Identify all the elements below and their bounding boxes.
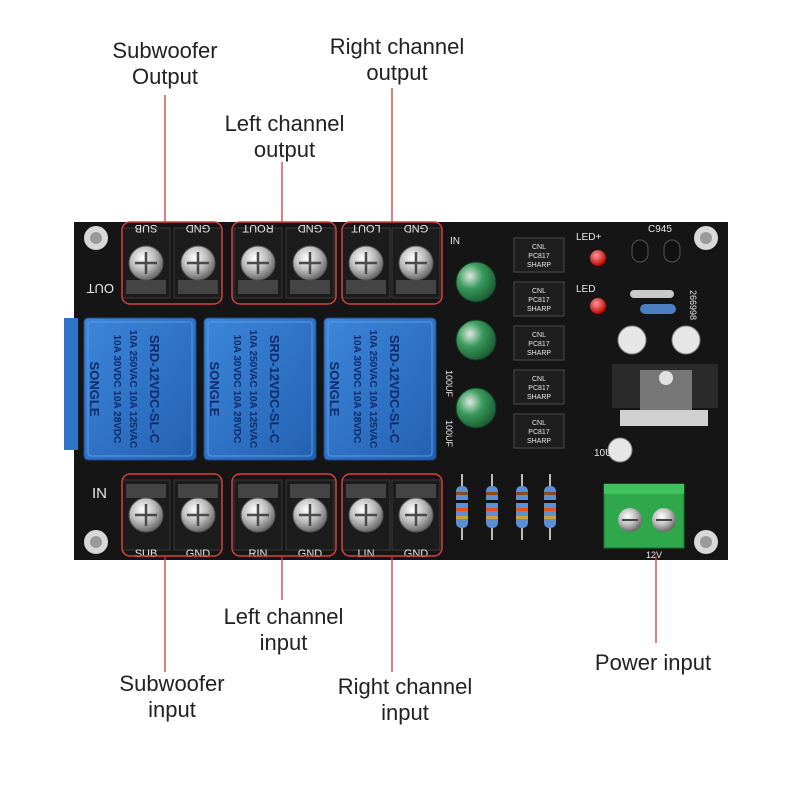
relay-2-text-3: 10A 30VDC 10A 28VDC: [231, 335, 242, 444]
top-terminal-label-6: GND: [404, 222, 429, 234]
opto-part-3: PC817: [528, 341, 550, 348]
opto-part-5: PC817: [528, 429, 550, 436]
relay-3-text-1: SRD-12VDC-SL-C: [387, 335, 402, 444]
relay-3: SRD-12VDC-SL-C 10A 250VAC 10A 125VAC 10A 3…: [323, 317, 437, 461]
electrolytic-capacitors: [455, 261, 701, 463]
bottom-terminal-5: [341, 479, 391, 551]
relay-2-text-1: SRD-12VDC-SL-C: [267, 335, 282, 444]
relays: SRD-12VDC-SL-C 10A 250VAC 10A 125VAC 10A 3…: [83, 317, 437, 461]
relay-1-text-4: SONGLE: [87, 362, 102, 417]
opto-maker-3: SHARP: [527, 350, 551, 357]
in-side-label: IN: [92, 485, 107, 502]
callout-lines: [164, 88, 657, 672]
small-resistor: [640, 304, 676, 314]
in-top-label: IN: [450, 236, 460, 247]
top-terminal-1: [121, 227, 171, 299]
top-terminal-label-1: SUB: [135, 222, 158, 234]
optocouplers: CNLPC817SHARPCNLPC817SHARPCNLPC817SHARPC…: [513, 237, 565, 449]
mounting-holes: [84, 226, 718, 554]
bottom-terminal-label-2: GND: [186, 548, 211, 560]
opto-brand-4: CNL: [532, 376, 546, 383]
right-channel-input-callout: Right channel input: [337, 674, 473, 725]
diode: [630, 290, 674, 298]
top-terminal-2: [173, 227, 223, 299]
bottom-terminal-label-5: LIN: [357, 548, 374, 560]
bottom-terminal-2: [173, 479, 223, 551]
led-plus-label: LED+: [576, 232, 601, 243]
top-terminal-3: [233, 227, 283, 299]
led-label: LED: [576, 284, 595, 295]
opto-maker-4: SHARP: [527, 394, 551, 401]
top-terminal-label-2: GND: [186, 222, 211, 234]
voltage-regulator: [612, 364, 718, 426]
top-terminal-label-5: LOUT: [351, 222, 381, 234]
opto-brand-1: CNL: [532, 244, 546, 251]
power-terminal-block: [603, 483, 685, 549]
relay-2-text-4: SONGLE: [207, 362, 222, 417]
relay-2-text-2: 10A 250VAC 10A 125VAC: [247, 330, 258, 448]
transistors: [631, 239, 681, 263]
opto-part-2: PC817: [528, 297, 550, 304]
subwoofer-input-callout: Subwoofer input: [119, 671, 225, 722]
opto-brand-3: CNL: [532, 332, 546, 339]
top-terminal-6: [391, 227, 441, 299]
subwoofer-output-callout: Subwoofer Output: [112, 38, 218, 89]
top-terminal-label-4: GND: [298, 222, 323, 234]
bottom-terminal-1: [121, 479, 171, 551]
relay-side-edge: [64, 318, 78, 450]
bottom-terminal-4: [285, 479, 335, 551]
top-terminal-5: [341, 227, 391, 299]
relay-1: SRD-12VDC-SL-C 10A 250VAC 10A 125VAC 10A 3…: [83, 317, 197, 461]
left-channel-input-callout: Left channel input: [223, 604, 344, 655]
cap-label-small: 10UF: [594, 448, 618, 459]
cap-label-2: 100UF: [444, 420, 454, 448]
resistor-2: [486, 474, 498, 540]
bottom-terminal-3: [233, 479, 283, 551]
bottom-terminal-label-3: RIN: [249, 548, 268, 560]
resistor-4: [544, 474, 556, 540]
bottom-terminal-label-4: GND: [298, 548, 323, 560]
opto-part-1: PC817: [528, 253, 550, 260]
resistor-1: [456, 474, 468, 540]
opto-brand-5: CNL: [532, 420, 546, 427]
resistors: [456, 474, 556, 540]
power-voltage-label: 12V: [646, 550, 662, 560]
bottom-terminal-6: [391, 479, 441, 551]
bottom-terminal-label-1: SUB: [135, 548, 158, 560]
out-side-label: OUT: [87, 281, 115, 296]
opto-maker-5: SHARP: [527, 438, 551, 445]
cap-label-1: 100UF: [444, 370, 454, 398]
board-code-label: 266998: [688, 290, 698, 320]
power-input-callout: Power input: [594, 650, 712, 675]
output-terminals: SUB GND ROUT GND LOUT GND: [121, 222, 441, 299]
ic-part-label: C945: [648, 224, 672, 235]
right-channel-output-callout: Right channel output: [329, 34, 465, 85]
leds: [590, 250, 606, 314]
relay-1-text-2: 10A 250VAC 10A 125VAC: [127, 330, 138, 448]
relay-2: SRD-12VDC-SL-C 10A 250VAC 10A 125VAC 10A 3…: [203, 317, 317, 461]
relay-3-text-3: 10A 30VDC 10A 28VDC: [351, 335, 362, 444]
opto-maker-2: SHARP: [527, 306, 551, 313]
resistor-3: [516, 474, 528, 540]
bottom-terminal-label-6: GND: [404, 548, 429, 560]
opto-maker-1: SHARP: [527, 262, 551, 269]
relay-3-text-4: SONGLE: [327, 362, 342, 417]
input-terminals: SUB GND RIN GND LIN GND: [121, 479, 441, 560]
top-terminal-4: [285, 227, 335, 299]
relay-3-text-2: 10A 250VAC 10A 125VAC: [367, 330, 378, 448]
relay-1-text-1: SRD-12VDC-SL-C: [147, 335, 162, 444]
left-channel-output-callout: Left channel output: [224, 111, 345, 162]
opto-part-4: PC817: [528, 385, 550, 392]
relay-1-text-3: 10A 30VDC 10A 28VDC: [111, 335, 122, 444]
top-terminal-label-3: ROUT: [242, 222, 273, 234]
opto-brand-2: CNL: [532, 288, 546, 295]
